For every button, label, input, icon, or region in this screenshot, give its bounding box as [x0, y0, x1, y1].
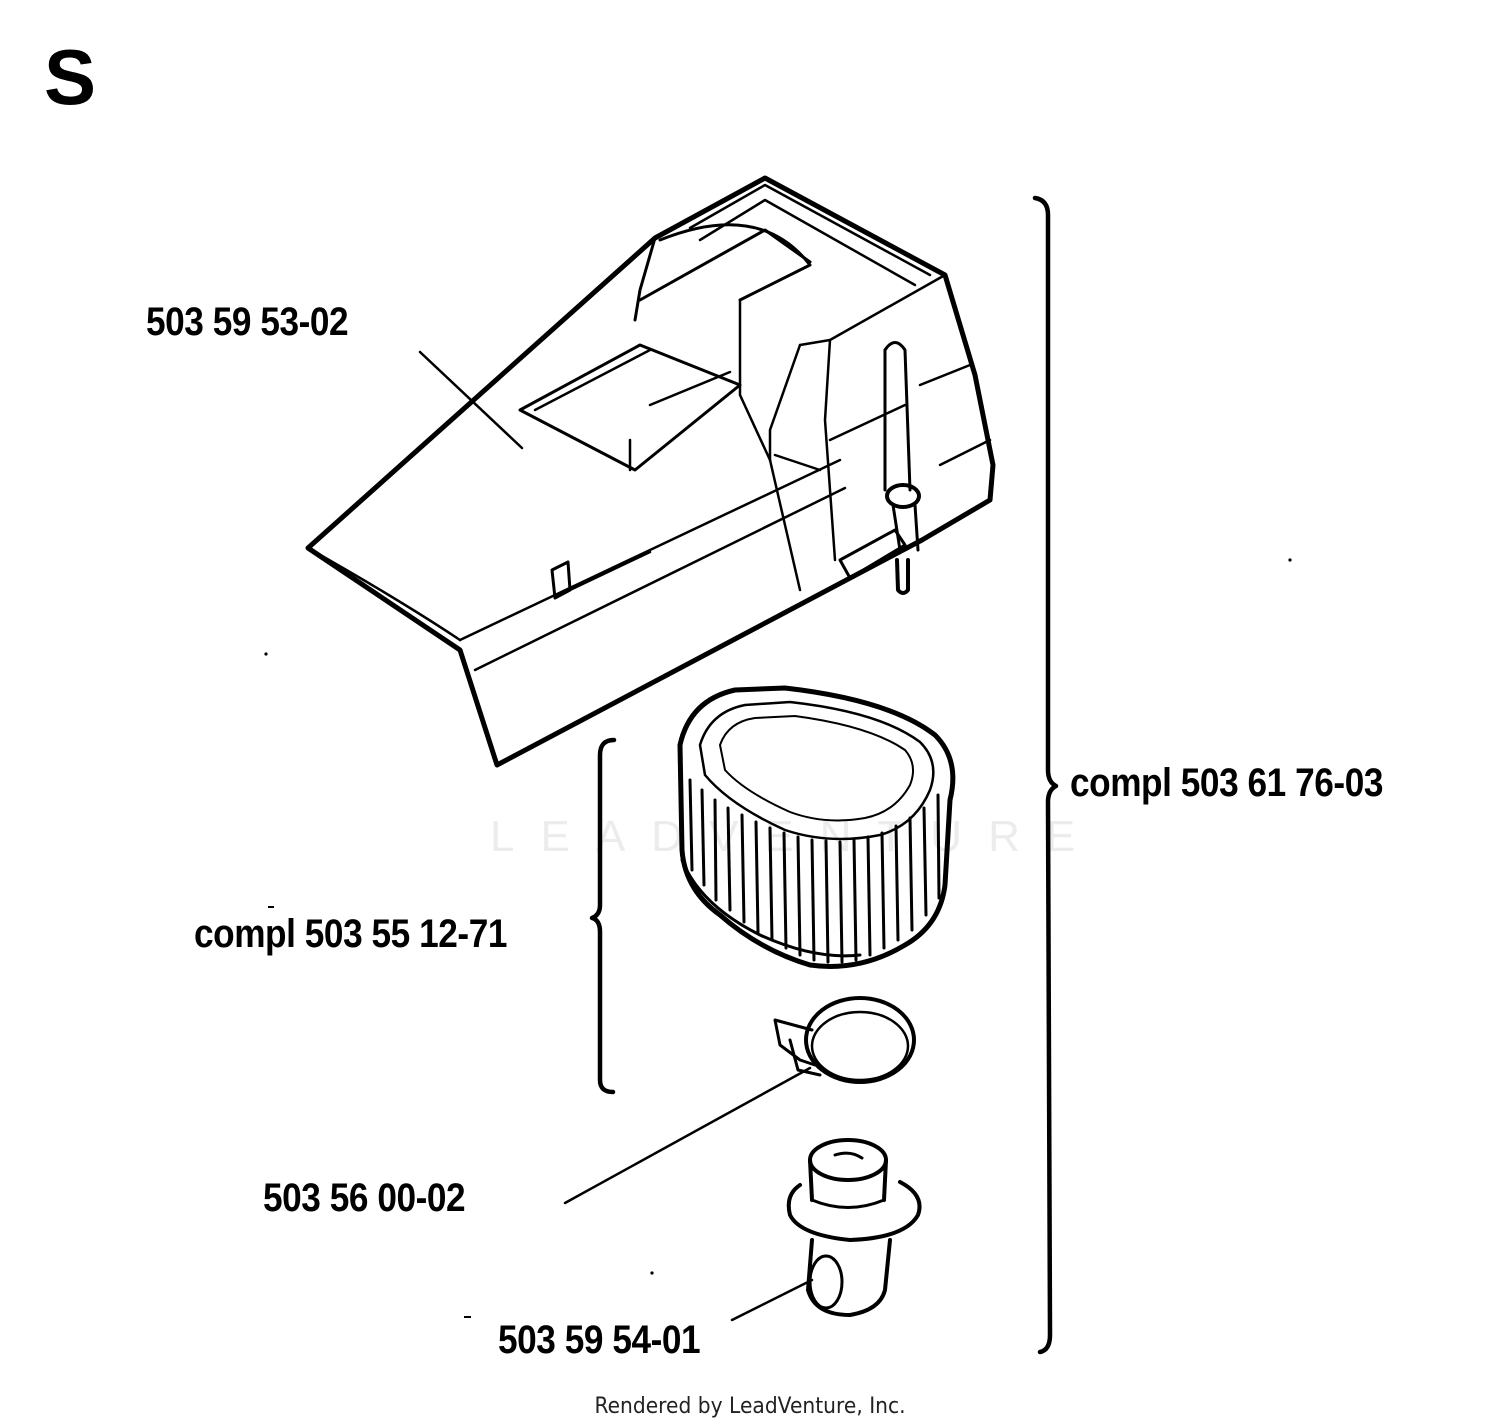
bracket-filter-assembly [589, 737, 617, 1095]
air-filter-cover[interactable] [305, 175, 996, 768]
section-letter: S [44, 33, 97, 121]
scan-dots [264, 558, 1292, 1318]
leader-clamp [563, 1066, 812, 1205]
leader-lines [418, 350, 814, 1322]
intake-adapter[interactable] [786, 1138, 922, 1317]
part-number-filter-assembly[interactable]: compl 503 55 12-71 [194, 912, 507, 956]
leader-adapter [730, 1278, 814, 1322]
hose-clamp[interactable] [773, 996, 916, 1084]
air-filter-element[interactable] [677, 685, 956, 969]
part-number-adapter[interactable]: 503 59 54-01 [498, 1318, 701, 1362]
part-number-cover[interactable]: 503 59 53-02 [146, 300, 349, 344]
footer-credit: Rendered by LeadVenture, Inc. [594, 1394, 906, 1419]
part-number-clamp[interactable]: 503 56 00-02 [263, 1176, 466, 1220]
bracket-complete-assembly [1032, 195, 1059, 1355]
leader-cover [418, 350, 524, 450]
part-number-complete-assembly[interactable]: compl 503 61 76-03 [1070, 761, 1383, 805]
